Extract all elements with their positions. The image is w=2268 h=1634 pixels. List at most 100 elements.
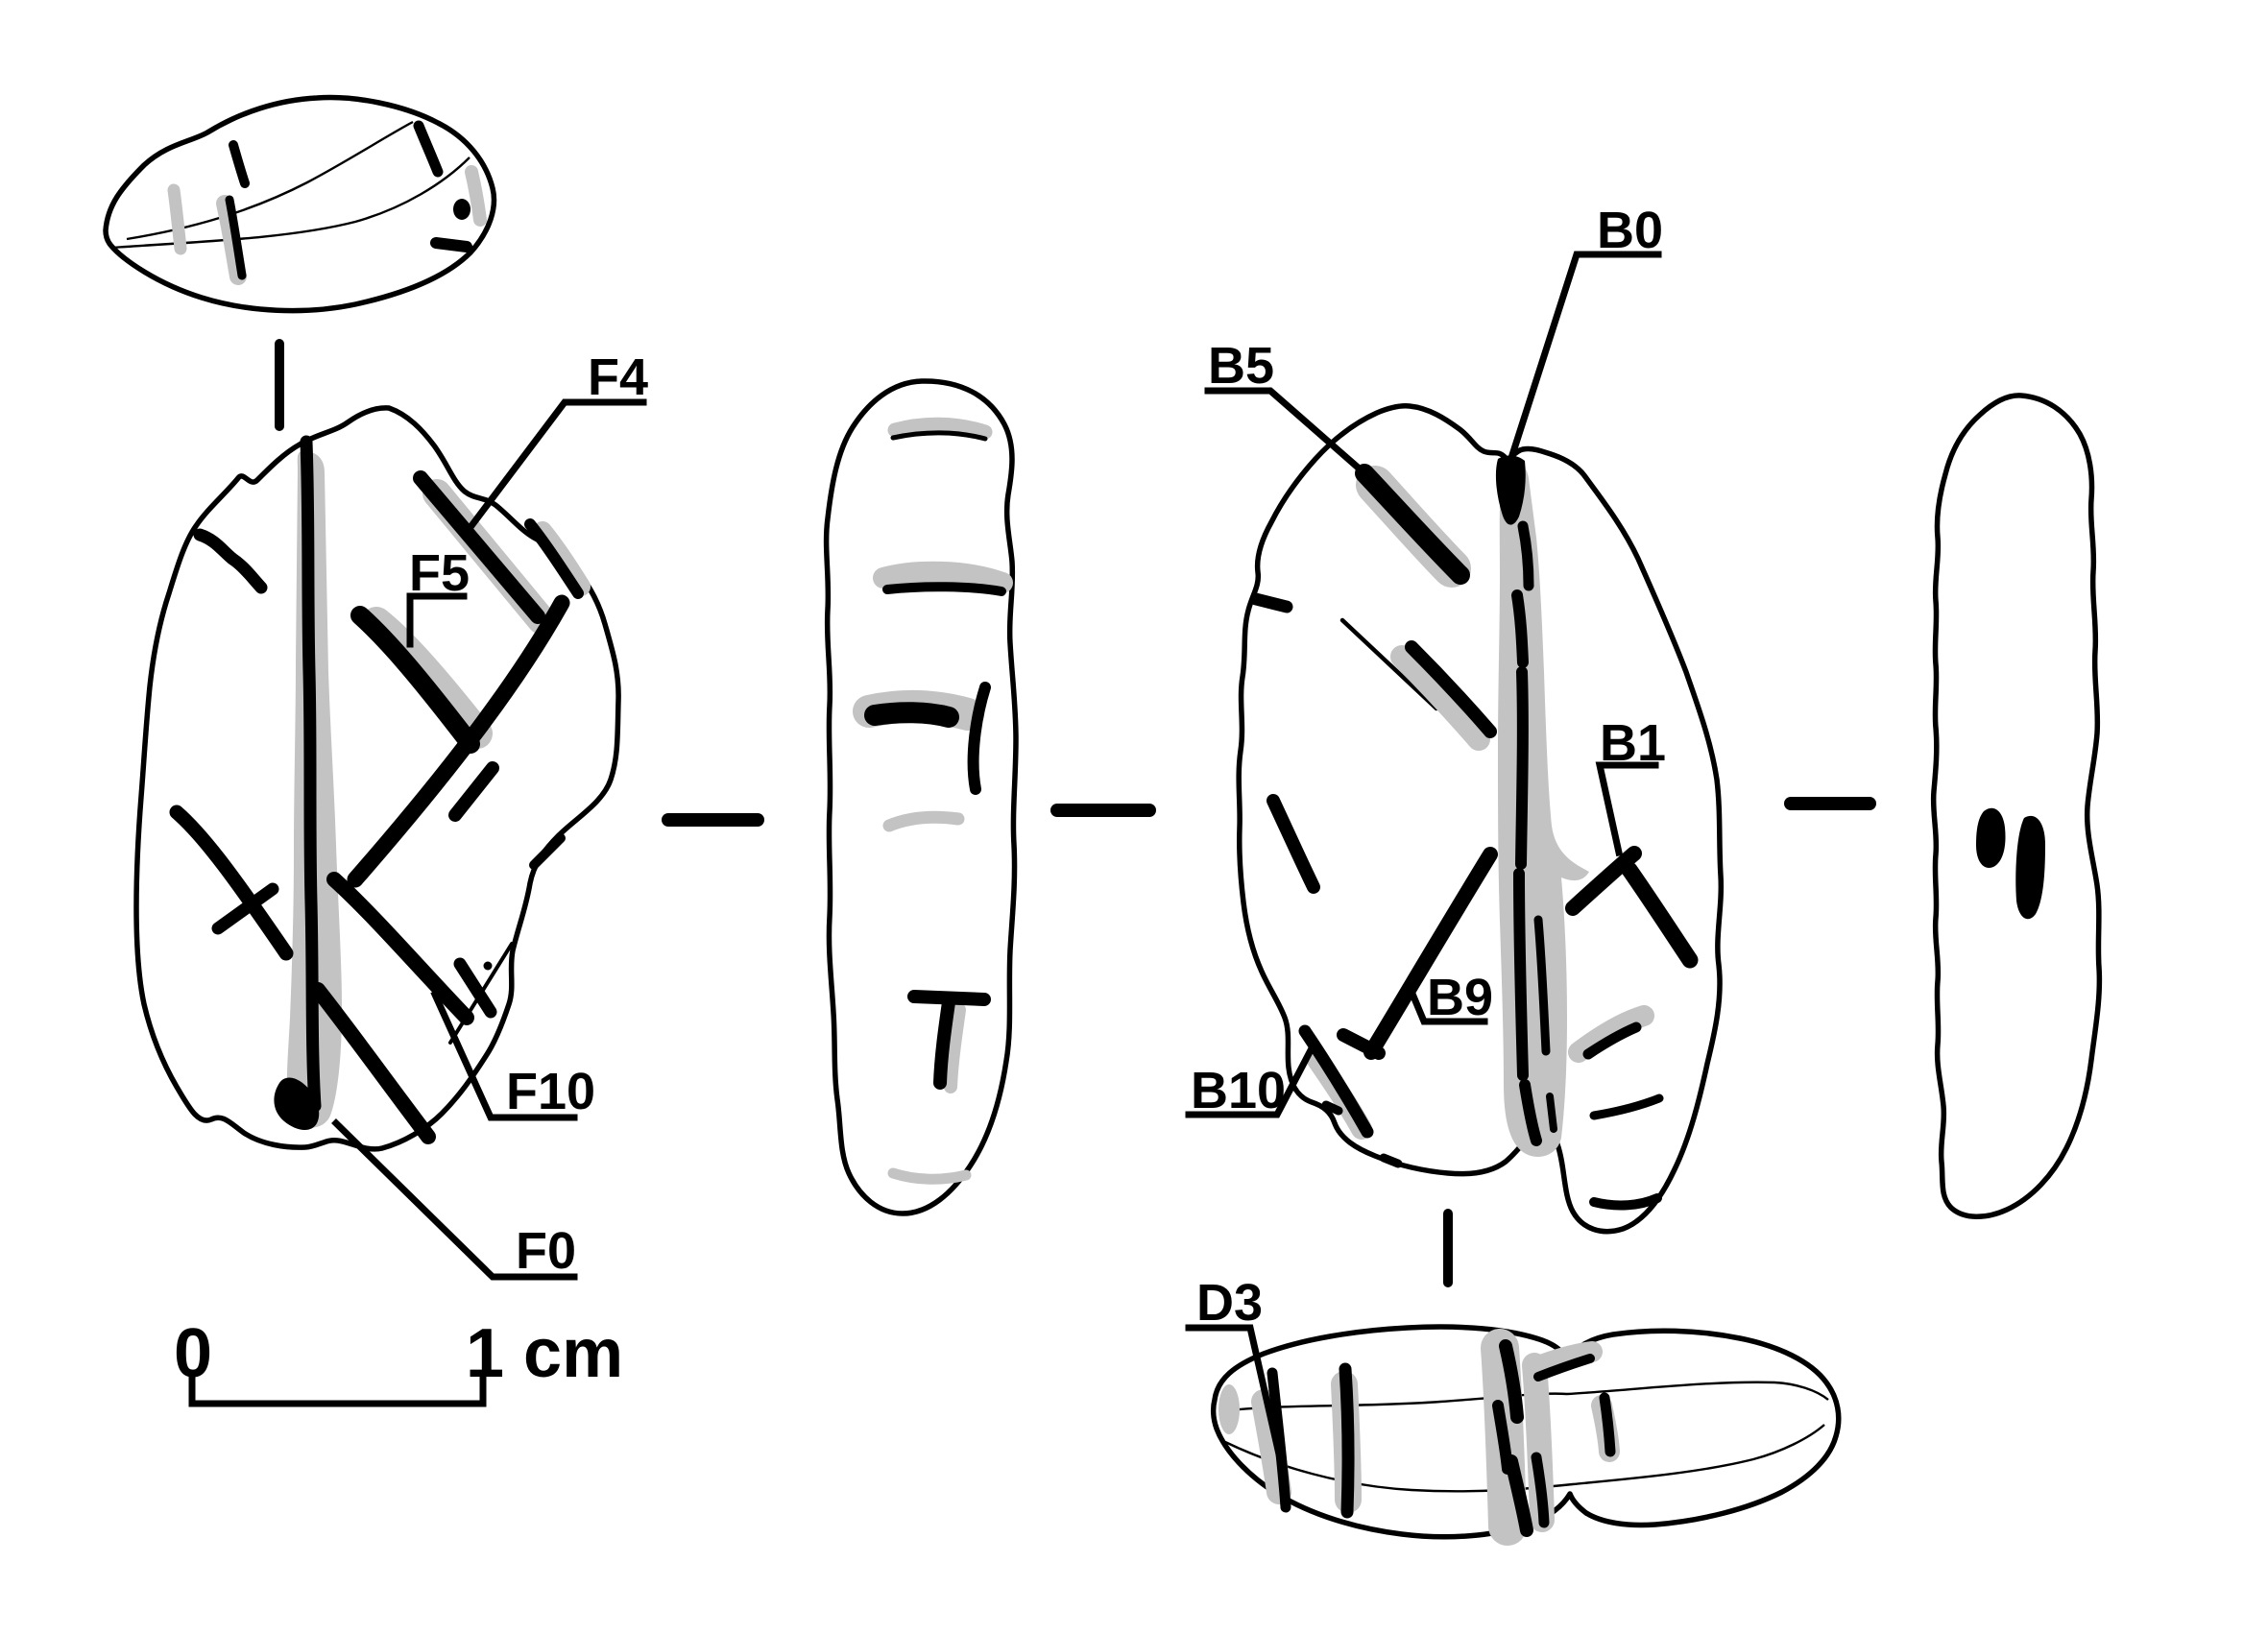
engraving-mark [1589,1093,1664,1120]
scale-bracket [188,1376,487,1407]
engraving-mark [1337,1028,1386,1060]
shading [533,521,591,596]
engraving-mark [1582,1021,1642,1060]
t-shaped-mark [933,996,955,1090]
central-groove-line [1511,589,1529,668]
engraving-mark [1621,861,1699,969]
b0-mark [1495,455,1526,525]
bottom-view-outline [1210,1324,1842,1540]
engraving-mark [1533,1354,1595,1382]
b0-leader-line [1507,251,1662,463]
label-b9: B9 [1405,969,1493,1026]
b1-mark [1565,846,1642,916]
engraving-mark [347,594,570,888]
engraving-mark [1379,1153,1403,1168]
engraving-mark [1589,1193,1662,1211]
engraving-mark [1249,592,1293,613]
shading [1568,1005,1654,1063]
shading [1390,645,1490,751]
central-groove-line [300,435,322,1113]
label-f0: F0 [331,1118,578,1281]
f10-mark [326,872,474,1025]
engraving-mark [453,199,470,220]
label-b1: B1 [1595,714,1666,857]
bottom-view-ridge-line [1224,1424,1825,1493]
face-f-view [133,405,621,1152]
label-b0: B0 [1507,202,1663,463]
shading [1218,1384,1240,1434]
f5-label: F5 [409,544,470,602]
f5-mark [350,606,480,754]
engraving-mark [1321,1100,1343,1116]
central-groove-line [1519,1079,1542,1146]
b0-label: B0 [1597,202,1663,259]
label-f10: F10 [430,990,595,1121]
shading [1251,1389,1291,1504]
engraving-mark [169,805,294,961]
b9-leader-line [1405,982,1488,1025]
shading [887,417,993,440]
engraving-mark [1405,640,1497,738]
zigzag-mark [193,528,268,594]
scale-bar: 0 1 cm [174,1315,623,1407]
face-b-outline [1236,403,1725,1235]
side-profile-right [1930,393,2103,1219]
label-b10: B10 [1185,1044,1316,1119]
engraving-mark [211,882,279,935]
engraving-mark [453,957,497,1019]
hairline-mark [1339,617,1439,711]
engraving-mark [1976,807,2006,868]
side-profile-middle [823,378,1019,1216]
engraving-mark [1531,1452,1550,1528]
b10-label: B10 [1191,1062,1286,1119]
b5-leader-line [1204,387,1368,477]
d3-label: D3 [1196,1274,1263,1332]
engraving-mark [1599,1392,1616,1457]
engraving-mark [310,982,436,1144]
central-groove-line [1515,666,1529,870]
label-d3: D3 [1185,1274,1287,1472]
f5-leader-line [406,592,468,648]
profile-outline [823,378,1019,1216]
engraving-mark [1339,1362,1355,1519]
engraving-mark [524,518,584,599]
top-view [103,94,497,314]
engraving-mark [1505,1454,1533,1537]
engraving-mark [2015,815,2045,920]
engraving-mark [882,582,1006,596]
engraving-mark [890,430,988,442]
hairline-mark [448,942,514,1045]
shading [167,183,187,255]
f4-mark [413,470,545,624]
engraving-mark [864,702,959,728]
f4-leader-line [463,398,647,536]
engraving-mark [1533,915,1551,1056]
engraving-mark [1267,794,1320,894]
b5-label: B5 [1208,337,1274,395]
engraving-mark [229,140,250,188]
b5-mark [1355,464,1470,585]
engraving-mark [413,120,444,178]
top-view-outline [103,94,497,314]
b1-leader-line [1595,761,1659,857]
engraving-mark [430,237,472,252]
face-b-view [1236,403,1725,1235]
central-groove-line [1517,520,1534,591]
shading [882,810,965,832]
d3-mark [1267,1367,1291,1513]
engraving-mark [1499,1339,1524,1424]
f10-label: F10 [506,1063,595,1120]
dot-mark [483,961,493,971]
label-b5: B5 [1204,337,1368,477]
engraving-mark [967,682,991,795]
label-f5: F5 [406,544,470,648]
shading [1526,1341,1603,1378]
f0-cupule-mark [274,1077,320,1130]
f0-leader-line [331,1118,578,1281]
b10-leader-line [1185,1044,1316,1118]
label-f4: F4 [463,348,648,536]
f4-label: F4 [588,348,648,406]
f0-label: F0 [516,1222,576,1280]
b10-mark [1298,1024,1374,1139]
shading [944,1003,966,1093]
